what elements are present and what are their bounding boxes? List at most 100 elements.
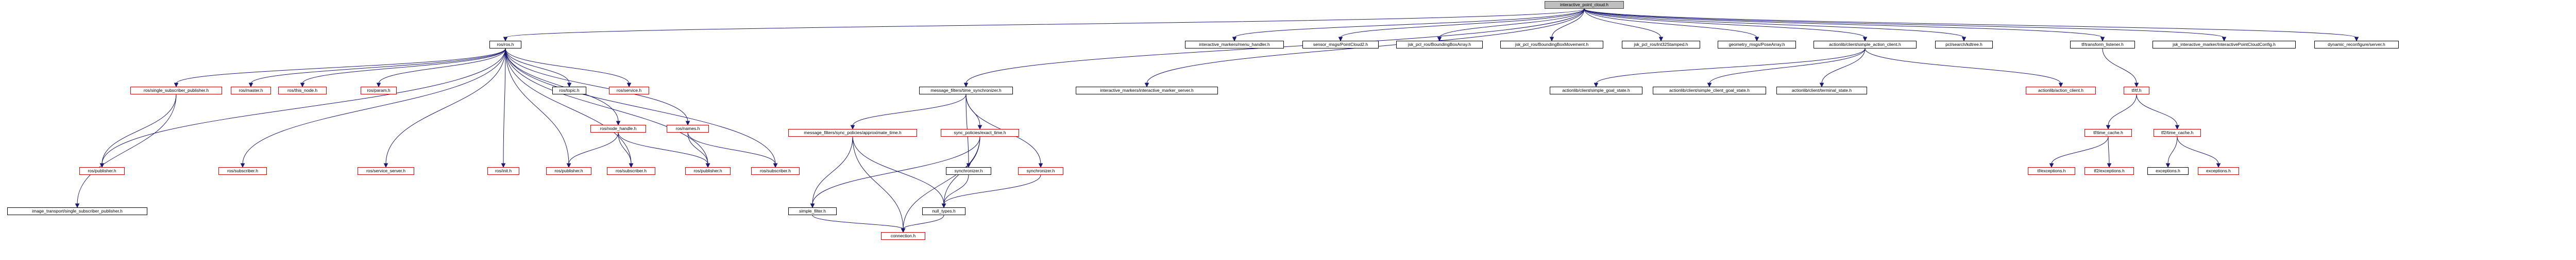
graph-node-actionlib-client-terminal-state-h[interactable]: actionlib/client/terminal_state.h <box>1776 87 1867 94</box>
graph-node-simple-filter-h[interactable]: simple_filter.h <box>788 207 837 215</box>
graph-node-ros-publisher-h[interactable]: ros/publisher.h <box>79 167 125 175</box>
graph-node-ros-publisher-h[interactable]: ros/publisher.h <box>685 167 731 175</box>
graph-node-jsk-pcl-ros-boundingboxmovement-h[interactable]: jsk_pcl_ros/BoundingBoxMovement.h <box>1500 41 1603 48</box>
graph-node-ros-publisher-h[interactable]: ros/publisher.h <box>546 167 591 175</box>
graph-edge <box>812 215 904 230</box>
graph-node-ros-ros-h[interactable]: ros/ros.h <box>489 41 521 48</box>
graph-node-tf-exceptions-h[interactable]: tf/exceptions.h <box>2028 167 2075 175</box>
graph-node-ros-init-h[interactable]: ros/init.h <box>487 167 519 175</box>
graph-node-tf-time-cache-h[interactable]: tf/time_cache.h <box>2084 129 2132 137</box>
graph-node-interactive-point-cloud-h[interactable]: interactive_point_cloud.h <box>1545 1 1624 9</box>
graph-node-ros-node-handle-h[interactable]: ros/node_handle.h <box>590 125 646 133</box>
graph-edge-arrowhead <box>963 83 969 88</box>
graph-edge <box>943 174 1041 205</box>
graph-node-actionlib-action-client-h[interactable]: actionlib/action_client.h <box>2026 87 2096 94</box>
graph-node-null-types-h[interactable]: null_types.h <box>922 207 965 215</box>
graph-node-synchronizer-h[interactable]: synchronizer.h <box>1018 167 1063 175</box>
graph-edge-arrowhead <box>966 163 971 168</box>
graph-node-ros-subscriber-h[interactable]: ros/subscriber.h <box>218 167 267 175</box>
graph-edge-arrowhead <box>1862 37 1868 42</box>
graph-edge <box>242 48 506 165</box>
graph-edge <box>505 48 688 122</box>
graph-edge <box>943 174 969 205</box>
graph-node-interactive-markers-menu-handler-h[interactable]: interactive_markers/menu_handler.h <box>1185 41 1284 48</box>
graph-edge <box>2102 48 2137 84</box>
graph-node-jsk-pcl-ros-int32stamped-h[interactable]: jsk_pcl_ros/Int32Stamped.h <box>1622 41 1700 48</box>
graph-node-connection-h[interactable]: connection.h <box>881 232 925 240</box>
graph-node-exceptions-h[interactable]: exceptions.h <box>2198 167 2239 175</box>
graph-node-tf-tf-h[interactable]: tf/tf.h <box>2124 87 2149 94</box>
graph-edge <box>618 132 632 165</box>
graph-edge <box>1340 8 1585 38</box>
graph-node-ros-subscriber-h[interactable]: ros/subscriber.h <box>751 167 800 175</box>
graph-edge-arrowhead <box>616 121 621 126</box>
graph-edge-arrowhead <box>941 203 946 208</box>
graph-edge <box>2177 136 2219 165</box>
graph-node-ros-param-h[interactable]: ros/param.h <box>361 87 397 94</box>
graph-edge-arrowhead <box>941 203 946 208</box>
graph-edge-arrowhead <box>705 163 710 168</box>
graph-edge <box>505 48 619 122</box>
graph-node-sensor-msgs-pointcloud2-h[interactable]: sensor_msgs/PointCloud2.h <box>1302 41 1379 48</box>
graph-node-geometry-msgs-posearray-h[interactable]: geometry_msgs/PoseArray.h <box>1718 41 1796 48</box>
graph-edge <box>101 48 506 165</box>
graph-node-ros-topic-h[interactable]: ros/topic.h <box>552 87 586 94</box>
graph-node-image-transport-single-subscriber-publisher-h[interactable]: image_transport/single_subscriber_publis… <box>7 207 147 215</box>
graph-edge <box>385 48 506 165</box>
graph-edge <box>1584 8 2357 38</box>
graph-edge <box>1584 8 1964 38</box>
graph-node-ros-service-server-h[interactable]: ros/service_server.h <box>358 167 414 175</box>
graph-edge-arrowhead <box>99 163 105 168</box>
graph-edge-arrowhead <box>99 163 105 168</box>
graph-node-interactive-markers-interactive-marker-server-h[interactable]: interactive_markers/interactive_marker_s… <box>1076 87 1218 94</box>
graph-edge-arrowhead <box>629 163 634 168</box>
graph-edge-arrowhead <box>2354 37 2359 42</box>
graph-edge <box>2108 94 2137 126</box>
graph-edge <box>1865 48 2061 84</box>
graph-node-ros-service-h[interactable]: ros/service.h <box>609 87 649 94</box>
graph-edge-arrowhead <box>75 203 80 208</box>
graph-edge-arrowhead <box>941 203 946 208</box>
graph-node-dynamic-reconfigure-server-h[interactable]: dynamic_reconfigure/server.h <box>2314 41 2399 48</box>
graph-node-actionlib-client-simple-action-client-h[interactable]: actionlib/client/simple_action_client.h <box>1814 41 1917 48</box>
graph-node-actionlib-client-simple-client-goal-state-h[interactable]: actionlib/client/simple_client_goal_stat… <box>1653 87 1766 94</box>
graph-node-tf2-exceptions-h[interactable]: tf2/exceptions.h <box>2084 167 2134 175</box>
graph-edge-arrowhead <box>810 203 815 208</box>
graph-edge <box>903 215 944 230</box>
graph-node-pcl-search-kdtree-h[interactable]: pcl/search/kdtree.h <box>1935 41 1993 48</box>
graph-node-jsk-interactive-marker-interactivepointcloudconfig-h[interactable]: jsk_interactive_marker/InteractivePointC… <box>2153 41 2296 48</box>
graph-node-ros-subscriber-h[interactable]: ros/subscriber.h <box>607 167 655 175</box>
graph-node-sync-policies-exact-time-h[interactable]: sync_policies/exact_time.h <box>941 129 1019 137</box>
graph-node-exceptions-h[interactable]: exceptions.h <box>2147 167 2189 175</box>
graph-node-actionlib-client-simple-goal-state-h[interactable]: actionlib/client/simple_goal_state.h <box>1550 87 1642 94</box>
graph-edge <box>505 8 1585 38</box>
graph-node-ros-names-h[interactable]: ros/names.h <box>667 125 709 133</box>
graph-edge <box>1584 8 2103 38</box>
graph-node-jsk-pcl-ros-boundingboxarray-h[interactable]: jsk_pcl_ros/BoundingBoxArray.h <box>1396 41 1483 48</box>
graph-edge <box>1709 48 1866 84</box>
graph-node-ros-single-subscriber-publisher-h[interactable]: ros/single_subscriber_publisher.h <box>130 87 222 94</box>
graph-edge <box>505 48 570 84</box>
graph-edge-arrowhead <box>1549 37 1554 42</box>
graph-edge-arrowhead <box>2222 37 2227 42</box>
graph-edge-arrowhead <box>901 228 906 233</box>
graph-edge-arrowhead <box>629 163 634 168</box>
graph-node-message-filters-time-synchronizer-h[interactable]: message_filters/time_synchronizer.h <box>919 87 1013 94</box>
graph-edge-arrowhead <box>810 203 815 208</box>
graph-node-ros-this-node-h[interactable]: ros/this_node.h <box>278 87 327 94</box>
graph-edge <box>505 48 630 84</box>
graph-node-tf-transform-listener-h[interactable]: tf/transform_listener.h <box>2070 41 2135 48</box>
graph-edge <box>1584 8 1662 38</box>
graph-edge-arrowhead <box>376 83 381 88</box>
graph-edge-arrowhead <box>566 163 571 168</box>
graph-edge <box>1584 8 1757 38</box>
graph-node-tf2-time-cache-h[interactable]: tf2/time_cache.h <box>2154 129 2201 137</box>
graph-edge <box>505 48 708 165</box>
graph-edge <box>1551 8 1585 38</box>
graph-node-synchronizer-h[interactable]: synchronizer.h <box>946 167 991 175</box>
graph-edge <box>2136 94 2178 126</box>
graph-node-message-filters-sync-policies-approximate-time-h[interactable]: message_filters/sync_policies/approximat… <box>788 129 917 137</box>
graph-edge <box>812 136 853 205</box>
graph-node-ros-master-h[interactable]: ros/master.h <box>231 87 271 94</box>
